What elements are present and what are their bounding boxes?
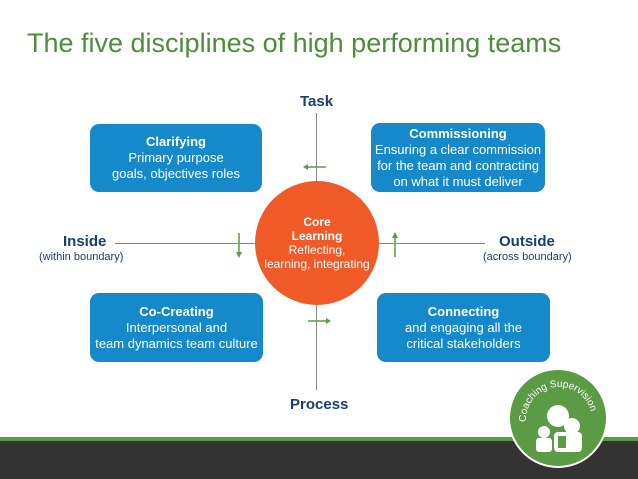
clarifying-title: Clarifying: [146, 134, 206, 149]
cocreating-box: Co-Creating Interpersonal and team dynam…: [90, 293, 263, 362]
page-title: The five disciplines of high performing …: [27, 28, 562, 58]
people-icon: Coaching Supervision: [518, 379, 599, 452]
axis-label-inside: Inside: [63, 233, 107, 250]
cocreating-line: team dynamics team culture: [95, 335, 258, 351]
cocreating-title: Co-Creating: [139, 303, 214, 319]
connecting-line: and engaging all the: [404, 319, 523, 335]
arrow-down-icon: [236, 233, 242, 258]
connecting-line: critical stakeholders: [406, 335, 521, 351]
axis-label-outside: Outside: [499, 233, 555, 250]
core-title: Learning: [291, 229, 343, 243]
core-learning-circle: Core Learning Reflecting, learning, inte…: [255, 181, 379, 305]
commissioning-title: Commissioning: [409, 125, 507, 141]
commissioning-line: Ensuring a clear commission: [374, 141, 542, 157]
arrow-up-icon: [392, 232, 398, 257]
axis-label-task: Task: [300, 93, 334, 110]
clarifying-line: Primary purpose: [128, 150, 224, 165]
connecting-title: Connecting: [427, 303, 500, 319]
core-title: Core: [303, 215, 331, 229]
commissioning-line: on what it must deliver: [393, 173, 523, 189]
commissioning-box: Commissioning Ensuring a clear commissio…: [371, 123, 545, 192]
axis-label-process: Process: [290, 396, 349, 413]
cocreating-line: Interpersonal and: [125, 319, 228, 335]
core-line: learning, integrating: [264, 257, 370, 271]
clarifying-box: Clarifying Primary purpose goals, object…: [90, 124, 262, 192]
axis-sublabel-outside: (across boundary): [483, 251, 572, 263]
connecting-box: Connecting and engaging all the critical…: [377, 293, 550, 362]
clarifying-line: goals, objectives roles: [112, 166, 240, 181]
footer-accent-line: [0, 437, 638, 441]
arrow-left-icon: [303, 164, 326, 170]
core-line: Reflecting,: [288, 243, 346, 257]
axis-sublabel-inside: (within boundary): [39, 251, 124, 263]
coaching-supervision-logo: Coaching Supervision: [508, 368, 608, 468]
commissioning-line: for the team and contracting: [377, 157, 539, 173]
arrow-right-icon: [308, 318, 331, 324]
